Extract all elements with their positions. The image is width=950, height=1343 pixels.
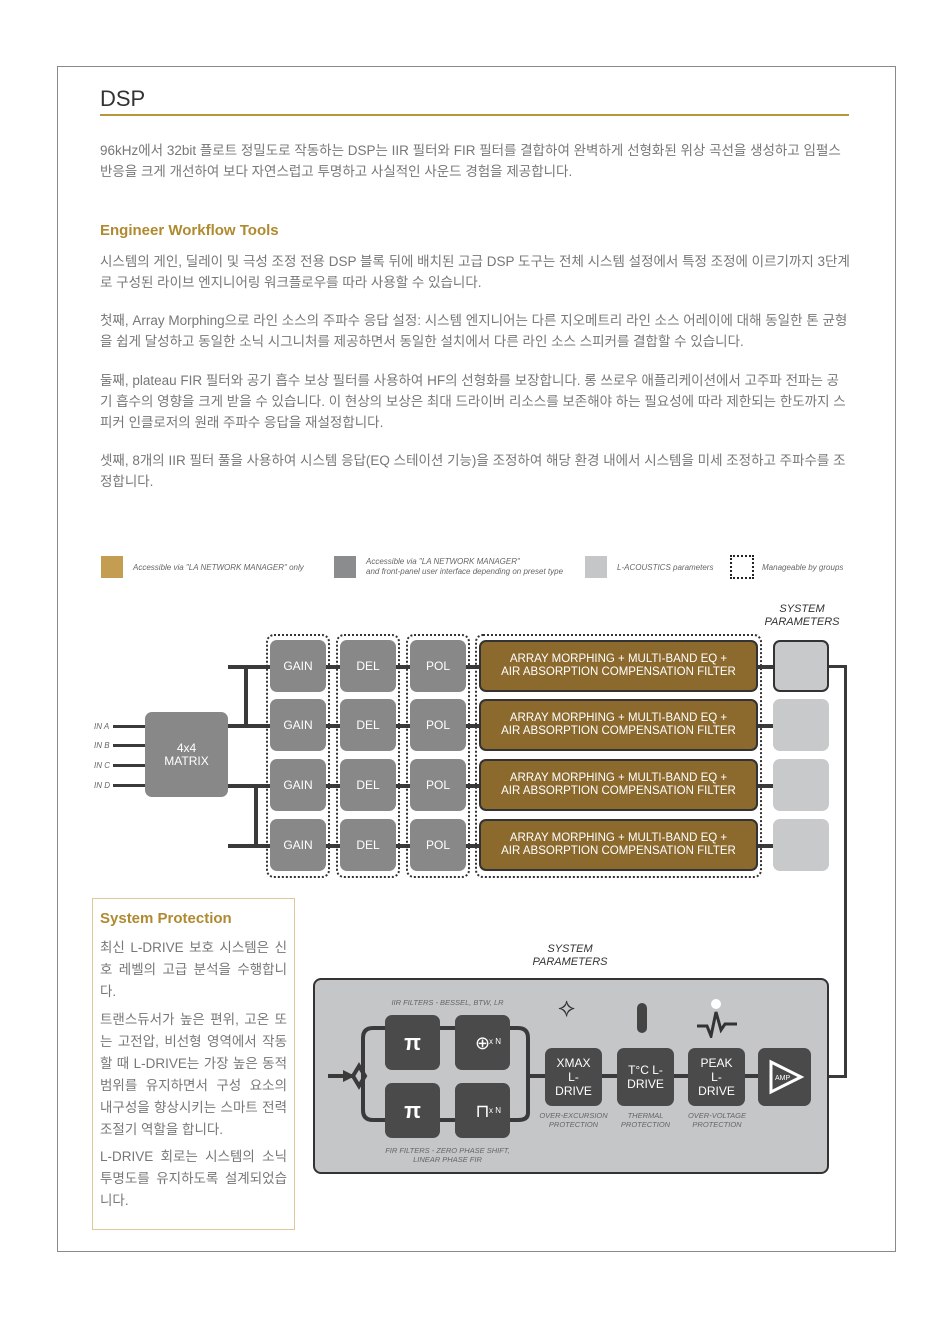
highpass-filter-icon: π bbox=[385, 1015, 440, 1070]
filter-block: ARRAY MORPHING + MULTI-BAND EQ +AIR ABSO… bbox=[479, 640, 758, 692]
iir-label: IIR FILTERS - BESSEL, BTW, LR bbox=[391, 998, 504, 1007]
title-divider bbox=[100, 114, 849, 116]
protection-paragraph: 트랜스듀서가 높은 편위, 고온 또는 고전압, 비선형 영역에서 작동할 때 … bbox=[100, 1012, 287, 1137]
legend-label: Accessible via "LA NETWORK MANAGER" only bbox=[133, 563, 304, 572]
input-label: IN C bbox=[94, 761, 110, 770]
workflow-paragraph: 둘째, plateau FIR 필터와 공기 흡수 보상 필터를 사용하여 HF… bbox=[100, 373, 846, 430]
gain-block: GAIN bbox=[270, 699, 326, 751]
legend-swatch-dotted bbox=[730, 555, 754, 579]
workflow-paragraph: 첫째, Array Morphing으로 라인 소스의 주파수 응답 설정: 시… bbox=[100, 313, 848, 349]
system-parameter-block bbox=[773, 640, 829, 692]
xmax-ldrive-block: XMAX L-DRIVE bbox=[545, 1048, 602, 1106]
filter-label: ARRAY MORPHING + MULTI-BAND EQ + bbox=[509, 653, 728, 665]
polarity-group bbox=[406, 634, 470, 878]
page-frame bbox=[57, 66, 896, 1252]
multiplier-label: x N bbox=[489, 1106, 501, 1115]
legend-label: L-ACOUSTICS parameters bbox=[617, 563, 714, 572]
filter-label: AIR ABSORPTION COMPENSATION FILTER bbox=[501, 845, 736, 857]
workflow-paragraph: 시스템의 게인, 딜레이 및 극성 조정 전용 DSP 블록 뒤에 배치된 고급… bbox=[100, 254, 850, 290]
intro-text: 96kHz에서 32bit 플로트 정밀도로 작동하는 DSP는 IIR 필터와… bbox=[100, 143, 841, 179]
polarity-block: POL bbox=[410, 819, 466, 871]
polarity-block: POL bbox=[410, 640, 466, 692]
delay-block: DEL bbox=[340, 759, 396, 811]
filter-label: AIR ABSORPTION COMPENSATION FILTER bbox=[501, 666, 736, 678]
gain-block: GAIN bbox=[270, 640, 326, 692]
matrix-block: 4x4 MATRIX bbox=[145, 712, 228, 797]
filter-label: ARRAY MORPHING + MULTI-BAND EQ + bbox=[509, 772, 728, 784]
peak-voltage-icon bbox=[697, 999, 737, 1038]
excursion-icon: ⟡ bbox=[558, 992, 576, 1022]
input-label: IN B bbox=[94, 741, 110, 750]
system-protection-box bbox=[92, 898, 295, 1230]
system-parameter-block bbox=[773, 759, 829, 811]
fir-label: FIR FILTERS - ZERO PHASE SHIFT, LINEAR P… bbox=[385, 1146, 510, 1164]
delay-group bbox=[336, 634, 400, 878]
workflow-paragraph: 셋째, 8개의 IIR 필터 풀을 사용하여 시스템 응답(EQ 스테이션 기능… bbox=[100, 453, 846, 489]
delay-block: DEL bbox=[340, 699, 396, 751]
amplifier-block: AMP bbox=[758, 1048, 811, 1106]
system-parameter-block bbox=[773, 699, 829, 751]
filter-block: ARRAY MORPHING + MULTI-BAND EQ +AIR ABSO… bbox=[479, 759, 758, 811]
multiplier-label: x N bbox=[489, 1037, 501, 1046]
workflow-heading: Engineer Workflow Tools bbox=[100, 222, 279, 239]
legend-label: Accessible via "LA NETWORK MANAGER" bbox=[366, 557, 520, 566]
legend-label: and front-panel user interface depending… bbox=[366, 567, 564, 576]
legend-swatch-gold bbox=[101, 556, 123, 578]
tc-caption: THERMAL PROTECTION bbox=[620, 1111, 671, 1129]
filter-label: AIR ABSORPTION COMPENSATION FILTER bbox=[501, 725, 736, 737]
gain-block: GAIN bbox=[270, 759, 326, 811]
gain-block: GAIN bbox=[270, 819, 326, 871]
filter-label: ARRAY MORPHING + MULTI-BAND EQ + bbox=[509, 712, 728, 724]
legend-label: Manageable by groups bbox=[762, 563, 844, 572]
amp-label: AMP bbox=[775, 1075, 791, 1082]
system-parameter-block bbox=[773, 819, 829, 871]
filter-block: ARRAY MORPHING + MULTI-BAND EQ +AIR ABSO… bbox=[479, 819, 758, 871]
tc-ldrive-block: T°C L-DRIVE bbox=[617, 1048, 674, 1106]
delay-block: DEL bbox=[340, 640, 396, 692]
protection-paragraph: 최신 L-DRIVE 보호 시스템은 신호 레벨의 고급 분석을 수행합니다. bbox=[100, 940, 287, 999]
delay-block: DEL bbox=[340, 819, 396, 871]
protection-paragraph: L-DRIVE 회로는 시스템의 소닉 투명도를 유지하도록 설계되었습니다. bbox=[100, 1149, 287, 1208]
legend-swatch-light bbox=[585, 556, 607, 578]
filter-label: AIR ABSORPTION COMPENSATION FILTER bbox=[501, 785, 736, 797]
xmax-caption: OVER-EXCURSION PROTECTION bbox=[539, 1111, 608, 1129]
input-label: IN D bbox=[94, 781, 110, 790]
page-title: DSP bbox=[100, 86, 146, 111]
gain-group bbox=[266, 634, 330, 878]
polarity-block: POL bbox=[410, 759, 466, 811]
system-parameters-label: SYSTEM PARAMETERS bbox=[764, 603, 840, 628]
iir-filter-icon: ⊕ bbox=[455, 1015, 510, 1070]
system-parameters-label: SYSTEM PARAMETERS bbox=[532, 943, 608, 968]
peak-ldrive-block: PEAK L-DRIVE bbox=[688, 1048, 745, 1106]
filter-block: ARRAY MORPHING + MULTI-BAND EQ +AIR ABSO… bbox=[479, 699, 758, 751]
input-label: IN A bbox=[94, 722, 110, 731]
peak-caption: OVER-VOLTAGE PROTECTION bbox=[687, 1111, 747, 1129]
legend-swatch-grey bbox=[334, 556, 356, 578]
highpass-filter-icon: π bbox=[385, 1083, 440, 1138]
filter-label: ARRAY MORPHING + MULTI-BAND EQ + bbox=[509, 832, 728, 844]
protection-heading: System Protection bbox=[100, 910, 232, 927]
polarity-block: POL bbox=[410, 699, 466, 751]
filter-group bbox=[475, 634, 762, 878]
fir-filter-icon: ⊓ bbox=[455, 1083, 510, 1138]
thermometer-icon bbox=[637, 1003, 647, 1033]
